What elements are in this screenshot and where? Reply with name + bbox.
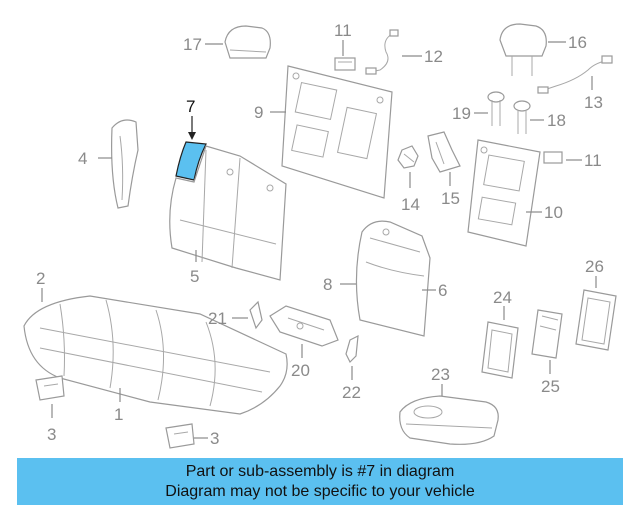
callout-11-right: 11 [584,151,602,170]
diagram-canvas: 17 11 12 16 13 9 [23,21,617,449]
part-19-guide [487,91,505,126]
part-23-armrest [399,395,499,445]
callout-2: 2 [36,269,45,288]
callout-13: 13 [584,93,603,112]
callout-11-top: 11 [334,21,352,40]
callout-3-left: 3 [47,425,56,444]
callout-6: 6 [438,281,447,300]
callout-19: 19 [452,104,471,123]
part-18-guide [513,100,531,134]
part-3-hook-left [35,375,65,401]
part-21-clip [249,300,263,330]
callout-7: 7 [186,97,195,116]
callout-18: 18 [547,111,566,130]
callout-15: 15 [441,189,460,208]
part-11-clip-top [334,57,356,71]
info-banner: Part or sub-assembly is #7 in diagram Di… [17,458,623,505]
callout-23: 23 [431,365,450,384]
part-15-latch-cover [427,131,461,173]
part-12-cable [365,29,399,75]
callout-24: 24 [493,288,512,307]
callout-4: 4 [78,149,87,168]
banner-line-2: Diagram may not be specific to your vehi… [165,482,475,500]
callout-12: 12 [424,47,443,66]
callout-1: 1 [114,405,123,424]
callout-10: 10 [544,203,563,222]
part-4-side-bolster [111,119,139,209]
part-13-cable [537,55,613,94]
part-17-headrest [224,25,271,59]
part-10-seatback-frame [467,139,541,247]
part-14-bracket [397,145,419,169]
part-9-seatback-frame [281,65,393,199]
callout-16: 16 [568,33,587,52]
callout-22: 22 [342,383,361,402]
part-20-bracket [269,305,339,347]
part-25-pad [531,309,563,359]
callout-17: 17 [183,35,202,54]
part-16-headrest [499,23,547,76]
part-11-clip-right [543,151,563,164]
part-2-seat-cushion [23,295,288,415]
callout-8: 8 [323,275,332,294]
callout-5: 5 [190,267,199,286]
banner-line-1: Part or sub-assembly is #7 in diagram [185,462,455,480]
part-8-seatback-cover [355,220,431,337]
callout-9: 9 [254,103,263,122]
callout-21: 21 [208,309,227,328]
callout-3-right: 3 [210,429,219,448]
part-5-seatback-cover [169,145,287,281]
callout-20: 20 [291,361,310,380]
part-22-strap [345,334,359,364]
part-7-highlighted [175,141,207,181]
part-24-pad [481,321,519,379]
part-26-pad [575,289,617,351]
part-3-hook-right [165,423,195,449]
callout-14: 14 [401,195,420,214]
callout-25: 25 [541,377,560,396]
callout-26: 26 [585,257,604,276]
